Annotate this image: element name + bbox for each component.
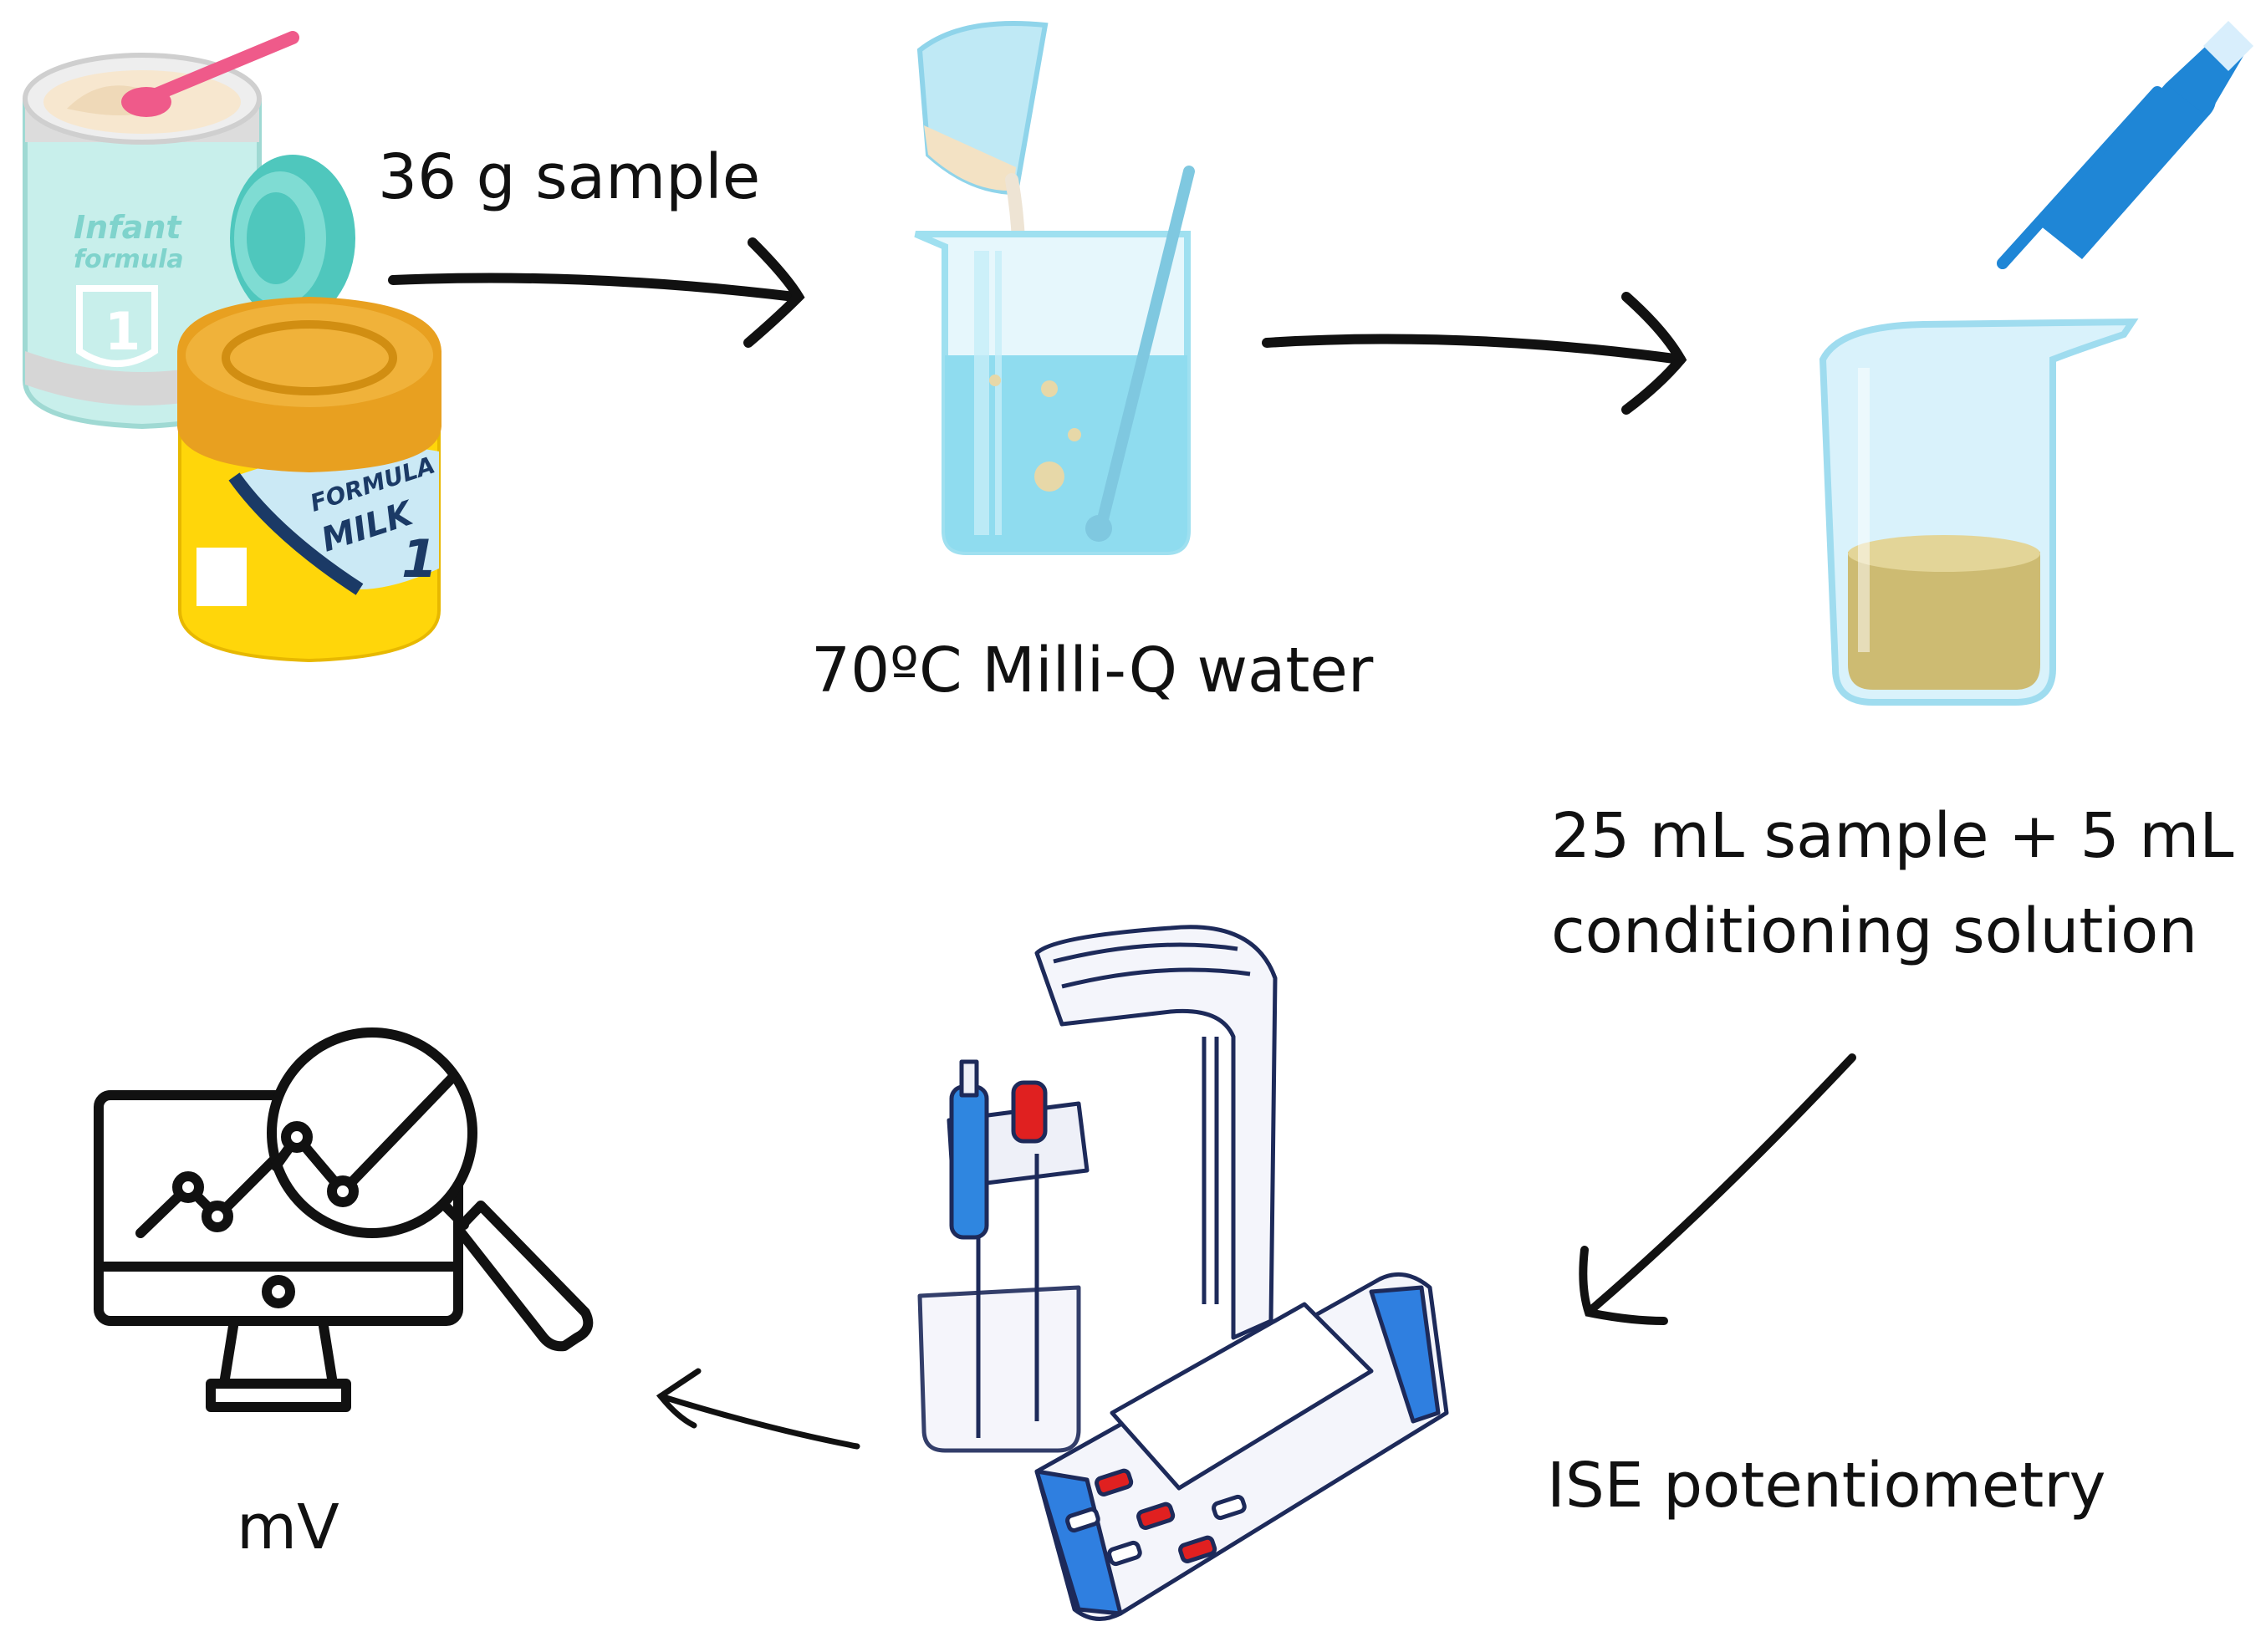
formula-milk-can: FORMULA MILK 1 <box>177 297 441 663</box>
water-label: 70ºC Milli-Q water <box>811 635 1374 706</box>
mix-label-line1: 25 mL sample + 5 mL <box>1551 800 2234 872</box>
pipette-icon <box>1997 21 2253 269</box>
mix-label-line2: conditioning solution <box>1551 895 2198 967</box>
sample-mass-label: 36 g sample <box>378 141 761 213</box>
formula-cans-icon: Infant formula 1 FORMULA MILK 1 <box>23 31 441 663</box>
arrow-meter-to-monitor <box>656 1368 860 1450</box>
arrow-cans-to-beaker <box>388 237 805 348</box>
sample-beaker-icon <box>1819 318 2139 706</box>
ise-meter-icon <box>917 925 1449 1621</box>
can2-number: 1 <box>401 528 437 589</box>
infant-formula-can: Infant formula 1 <box>23 31 355 430</box>
arrow-sample-to-meter <box>1579 1053 1856 1325</box>
can1-label-line1: Infant <box>74 209 182 246</box>
can1-label-line2: formula <box>74 245 184 274</box>
method-label: ISE potentiometry <box>1547 1450 2106 1522</box>
water-beaker-icon <box>914 21 1195 555</box>
arrow-beaker-to-sample <box>1262 292 1687 415</box>
can1-number: 1 <box>105 301 140 362</box>
readout-label: mV <box>237 1491 339 1563</box>
monitor-analysis-icon <box>94 1027 594 1412</box>
